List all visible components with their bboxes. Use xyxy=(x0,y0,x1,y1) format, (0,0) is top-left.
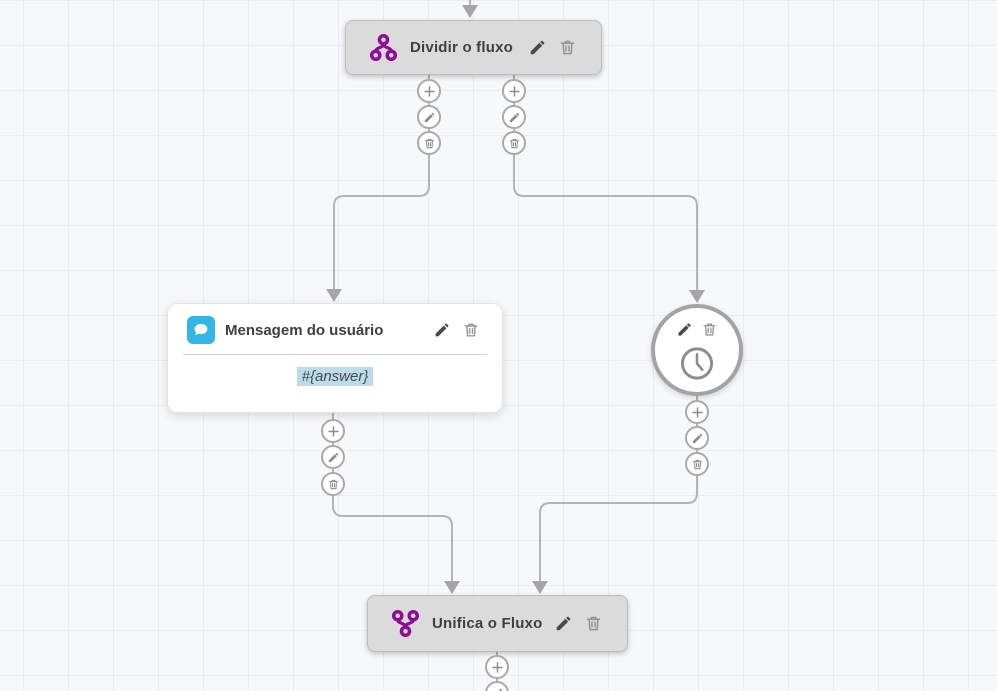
delete-branch-button[interactable] xyxy=(417,131,441,155)
plus-icon xyxy=(327,425,340,438)
plus-icon xyxy=(691,406,704,419)
wire-split-to-timer xyxy=(513,75,698,290)
node-mensagem-usuario[interactable]: Mensagem do usuário #{answer} xyxy=(167,303,503,413)
arrowhead-into-timer xyxy=(689,290,705,303)
node-title: Mensagem do usuário xyxy=(225,321,384,339)
edit-branch-button[interactable] xyxy=(685,426,709,450)
arrowhead-message-into-merge xyxy=(444,581,460,594)
arrowhead-into-message xyxy=(326,289,342,302)
arrowhead-timer-into-merge xyxy=(532,581,548,594)
trash-icon xyxy=(701,321,718,338)
wire-timer-to-merge xyxy=(539,396,698,581)
split-flow-icon xyxy=(369,33,398,62)
delete-node-button[interactable] xyxy=(460,319,482,341)
wire-message-to-merge xyxy=(332,413,453,581)
plus-icon xyxy=(508,85,521,98)
trash-icon xyxy=(691,458,704,471)
delete-node-button[interactable] xyxy=(582,612,605,635)
delete-branch-button[interactable] xyxy=(321,472,345,496)
trash-icon xyxy=(584,614,603,633)
pencil-icon xyxy=(327,451,340,464)
pencil-icon xyxy=(433,321,451,339)
edit-node-button[interactable] xyxy=(676,321,693,343)
plus-icon xyxy=(423,85,436,98)
pencil-icon xyxy=(528,38,547,57)
card-body: #{answer} xyxy=(168,355,502,397)
pencil-icon xyxy=(491,687,504,691)
chat-bubble-icon xyxy=(187,316,215,344)
edit-branch-button[interactable] xyxy=(321,445,345,469)
delete-branch-button[interactable] xyxy=(502,131,526,155)
clock-icon xyxy=(679,345,716,387)
add-branch-button[interactable] xyxy=(417,79,441,103)
add-branch-button[interactable] xyxy=(321,419,345,443)
pencil-icon xyxy=(676,321,693,338)
add-branch-button[interactable] xyxy=(485,655,509,679)
add-branch-button[interactable] xyxy=(685,400,709,424)
wire-split-to-message xyxy=(333,75,430,289)
node-title: Unifica o Fluxo xyxy=(432,615,543,632)
trash-icon xyxy=(508,137,521,150)
card-divider xyxy=(183,354,487,355)
node-timer[interactable] xyxy=(651,304,743,396)
pencil-icon xyxy=(423,111,436,124)
delete-branch-button[interactable] xyxy=(685,452,709,476)
pencil-icon xyxy=(508,111,521,124)
card-header: Mensagem do usuário xyxy=(168,304,502,354)
pencil-icon xyxy=(554,614,573,633)
plus-icon xyxy=(491,661,504,674)
variable-chip[interactable]: #{answer} xyxy=(296,366,374,386)
edit-node-button[interactable] xyxy=(431,319,453,341)
delete-node-button[interactable] xyxy=(556,36,579,59)
trash-icon xyxy=(462,321,480,339)
node-unifica-fluxo[interactable]: Unifica o Fluxo xyxy=(367,595,628,652)
edit-node-button[interactable] xyxy=(552,612,575,635)
node-dividir-fluxo[interactable]: Dividir o fluxo xyxy=(345,20,602,75)
edit-branch-button[interactable] xyxy=(417,105,441,129)
node-title: Dividir o fluxo xyxy=(410,39,514,56)
merge-flow-icon xyxy=(391,609,420,638)
trash-icon xyxy=(558,38,577,57)
arrowhead-into-split xyxy=(462,5,478,18)
delete-node-button[interactable] xyxy=(701,321,718,343)
pencil-icon xyxy=(691,432,704,445)
edit-node-button[interactable] xyxy=(526,36,549,59)
trash-icon xyxy=(423,137,436,150)
add-branch-button[interactable] xyxy=(502,79,526,103)
trash-icon xyxy=(327,478,340,491)
edit-branch-button[interactable] xyxy=(502,105,526,129)
